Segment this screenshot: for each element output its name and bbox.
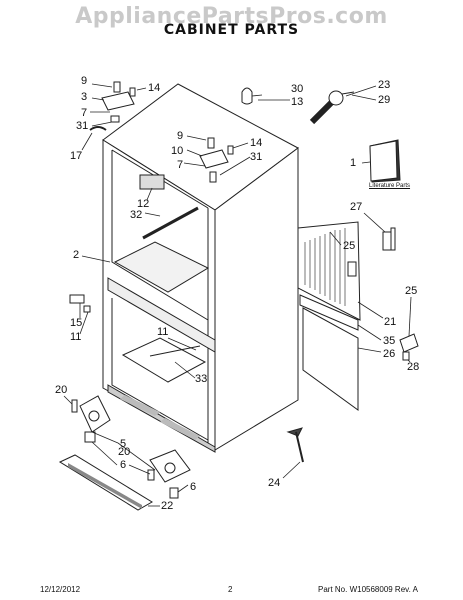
callout-23: 23 [378,79,391,91]
callout-14b: 14 [250,137,263,149]
footer-part-number: Part No. W10568009 Rev. A [318,585,418,594]
callout-28: 28 [407,361,420,373]
footer-page-number: 2 [228,585,233,594]
callout-33: 33 [195,373,208,385]
callout-31: 31 [76,120,89,132]
water-filter-part [309,90,355,125]
callout-20b: 20 [118,446,131,458]
callout-26: 26 [383,348,396,360]
callout-11b: 11 [157,326,169,338]
callout-10: 10 [171,145,184,157]
callout-29: 29 [378,94,391,106]
callout-30: 30 [291,83,304,95]
literature-parts-label: Literature Parts [369,183,411,189]
callout-6b: 6 [190,481,197,493]
callout-9: 9 [81,75,88,87]
hinge-cap-30 [241,87,253,105]
page-title: CABINET PARTS [163,22,300,38]
roller-assembly-right [147,449,191,499]
callout-15: 15 [70,317,83,329]
callout-31b: 31 [250,151,263,163]
callout-5: 5 [120,438,127,450]
callout-2: 2 [73,249,80,261]
toe-grille-22 [58,454,153,511]
callout-14: 14 [148,82,161,94]
watermark: AppliancePartsPros.com [75,4,388,29]
callout-27: 27 [350,201,363,213]
callout-20: 20 [55,384,68,396]
grille-21 [297,221,361,321]
top-hinge-left [89,81,136,131]
callout-21: 21 [384,316,397,328]
roller-assembly-left [71,395,111,443]
callout-1: 1 [350,157,357,169]
hinge-pin-15 [69,294,91,313]
callout-3: 3 [81,91,88,103]
top-hinge-right [199,137,234,183]
callout-22: 22 [161,500,174,512]
water-line-24 [286,427,304,463]
cabinet-body [102,83,299,453]
callout-9b: 9 [177,130,184,142]
access-panel-26 [302,307,359,411]
leader-lines [63,83,412,507]
caster-28 [399,333,419,361]
callout-6: 6 [120,459,127,471]
callout-24: 24 [268,477,281,489]
trim-35 [299,294,359,331]
callout-17: 17 [70,150,83,162]
callout-7b: 7 [177,159,184,171]
callout-12: 12 [137,198,150,210]
callout-13: 13 [291,96,304,108]
bracket-27 [382,227,396,251]
callout-25: 25 [343,240,356,252]
callout-11: 11 [70,331,82,343]
callout-35: 35 [383,335,396,347]
literature-parts [369,139,401,183]
footer-date: 12/12/2012 [40,585,81,594]
callout-32: 32 [130,209,143,221]
callout-7: 7 [81,107,88,119]
callout-25b: 25 [405,285,418,297]
